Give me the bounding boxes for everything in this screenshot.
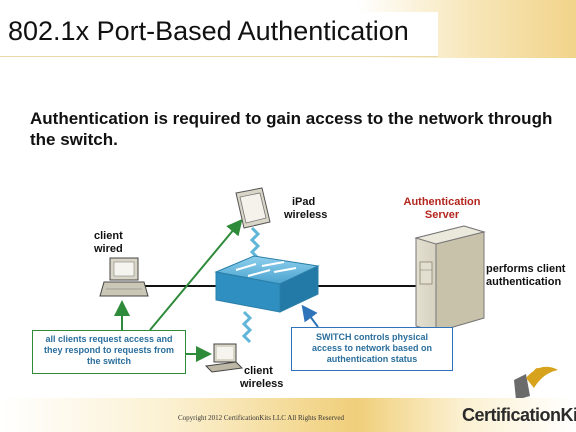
switch-icon	[214, 255, 320, 313]
client-wireless-label-line1: client	[244, 365, 273, 377]
title-box	[0, 12, 438, 57]
performs-auth-label-line2: authentication	[486, 276, 562, 288]
arrow-to-ipad	[149, 218, 243, 331]
certificationkits-logo-icon	[514, 366, 558, 400]
clients-request-note: all clients request access and they resp…	[32, 330, 186, 374]
switch-note-line1: SWITCH controls physical	[315, 332, 429, 342]
desktop-pc-icon	[99, 257, 149, 297]
client-wired-label-line1: client	[94, 230, 123, 242]
ipad-icon	[235, 187, 271, 229]
switch-note-line2: access to network based on	[311, 343, 433, 353]
ipad-label-line2: wireless	[284, 209, 328, 221]
brand-name: CertificationKits	[462, 405, 576, 425]
switch-note-line3: authentication status	[326, 354, 418, 364]
ipad-label: iPad wireless	[284, 196, 327, 222]
wireless-link-client	[241, 310, 253, 344]
client-wired-label: client wired	[94, 230, 123, 256]
performs-auth-label-line1: performs client	[486, 263, 566, 275]
auth-server-label-line1: Authentication	[403, 196, 481, 208]
copyright-text: Copyright 2012 CertificationKits LLC All…	[178, 414, 345, 422]
ipad-label-line1: iPad	[292, 196, 316, 208]
slide-heading: Authentication is required to gain acces…	[30, 109, 553, 149]
footer-band	[0, 398, 576, 432]
slide-title: 802.1x Port-Based Authentication	[8, 16, 409, 46]
client-wired-label-line2: wired	[94, 243, 123, 255]
clients-note-line2: they respond to requests from	[43, 345, 175, 355]
client-wireless-label-line2: wireless	[240, 378, 284, 390]
auth-server-label-line2: Server	[424, 209, 460, 221]
arrow-to-switch	[301, 304, 319, 328]
laptop-icon	[204, 343, 244, 373]
clients-note-line1: all clients request access and	[45, 334, 173, 344]
clients-note-line3: the switch	[86, 356, 131, 366]
client-wireless-label: client wireless	[240, 365, 283, 391]
switch-controls-note: SWITCH controls physical access to netwo…	[291, 327, 453, 371]
server-icon	[414, 225, 486, 333]
auth-server-label: Authentication Server	[398, 196, 486, 222]
performs-auth-label: performs client authentication	[486, 263, 565, 289]
